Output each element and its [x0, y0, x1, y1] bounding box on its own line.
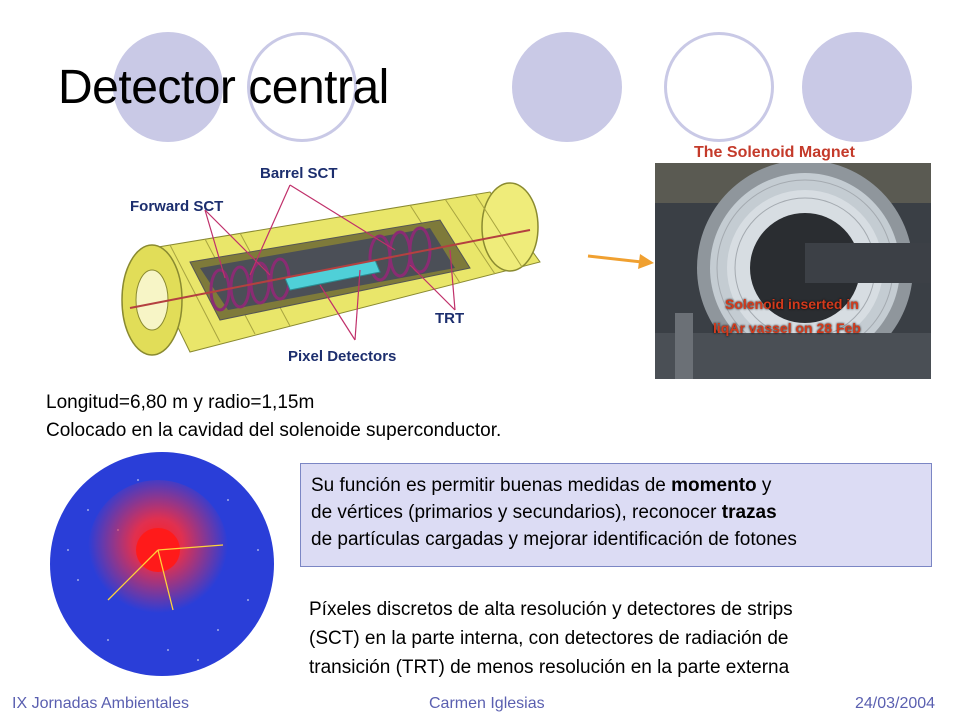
function-description-box: Su función es permitir buenas medidas de…	[300, 463, 932, 567]
pixels-line-2: (SCT) en la parte interna, con detectore…	[309, 628, 789, 649]
magnet-overlay-line2: liqAr vassel on 28 Feb	[713, 320, 861, 336]
footer-event: IX Jornadas Ambientales	[12, 695, 189, 712]
function-line-1-end: y	[756, 475, 772, 496]
function-line-2: de vértices (primarios y secundarios), r…	[311, 499, 921, 526]
footer-author: Carmen Iglesias	[429, 695, 545, 712]
function-line-1-text: Su función es permitir buenas medidas de	[311, 475, 672, 496]
arrow-right-icon	[587, 254, 654, 269]
label-trt: TRT	[435, 310, 465, 327]
magnet-caption: The Solenoid Magnet	[694, 144, 855, 161]
solenoid-photo-graphic	[655, 163, 931, 379]
event-display-image	[50, 452, 274, 676]
detector-illustration: Barrel SCT Forward SCT TRT Pixel Detecto…	[110, 150, 560, 375]
detector-cutaway-graphic	[121, 182, 541, 356]
placement-text: Colocado en la cavidad del solenoide sup…	[46, 420, 502, 441]
function-line-1: Su función es permitir buenas medidas de…	[311, 472, 921, 499]
footer-date: 24/03/2004	[855, 695, 936, 712]
magnet-overlay-line1: Solenoid inserted in	[725, 296, 859, 312]
slide-title: Detector central	[58, 61, 389, 114]
pixels-line-1: Píxeles discretos de alta resolución y d…	[309, 599, 793, 620]
decor-circle-3	[512, 32, 622, 142]
label-pixel-detectors: Pixel Detectors	[288, 348, 397, 365]
dimensions-text: Longitud=6,80 m y radio=1,15m	[46, 392, 315, 413]
decor-circle-1	[113, 32, 223, 142]
function-line-2-text: de vértices (primarios y secundarios), r…	[311, 502, 722, 523]
keyword-momento: momento	[671, 475, 757, 496]
decor-circle-2	[247, 32, 357, 142]
decor-circle-4	[664, 32, 774, 142]
function-line-3: de partículas cargadas y mejorar identif…	[311, 529, 797, 550]
pixels-line-3: transición (TRT) de menos resolución en …	[309, 657, 790, 678]
label-barrel-sct: Barrel SCT	[260, 165, 338, 182]
keyword-trazas: trazas	[721, 502, 777, 523]
decor-circle-5	[802, 32, 912, 142]
label-forward-sct: Forward SCT	[130, 198, 224, 215]
solenoid-magnet-photo: Solenoid inserted in liqAr vassel on 28 …	[655, 163, 931, 379]
